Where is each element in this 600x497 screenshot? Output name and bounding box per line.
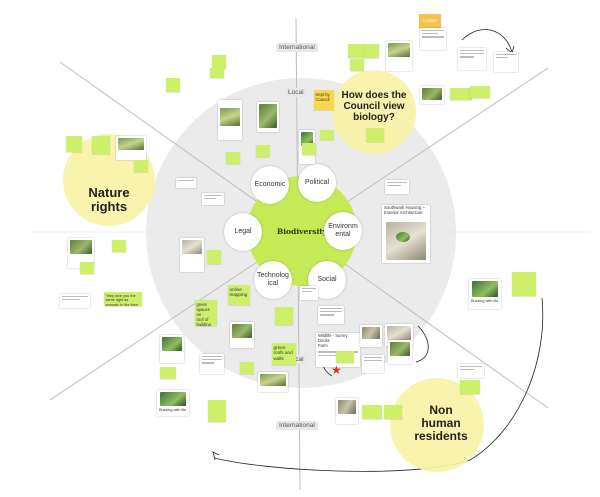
sticky-note[interactable] — [210, 68, 224, 78]
sticky-note[interactable] — [80, 262, 94, 274]
sticky-note[interactable] — [208, 400, 226, 422]
text-card[interactable] — [202, 193, 224, 205]
photo-card[interactable] — [257, 102, 279, 132]
sticky-note[interactable] — [226, 152, 240, 164]
sticky-note[interactable] — [92, 136, 110, 154]
text-card[interactable] — [494, 52, 518, 72]
star-icon: ★ — [331, 363, 342, 377]
ring-label-local-top: Local — [285, 88, 307, 97]
sticky-note[interactable] — [336, 351, 354, 363]
they-love-sticky[interactable]: "they love you the same right as animals… — [104, 292, 142, 306]
sticky-note[interactable] — [256, 145, 270, 157]
sticky-note[interactable] — [166, 78, 180, 92]
sticky-note[interactable] — [450, 88, 472, 100]
sticky-note[interactable] — [512, 272, 536, 296]
text-card[interactable] — [176, 178, 196, 188]
photo-card[interactable] — [360, 325, 382, 347]
photo-card[interactable] — [258, 372, 288, 392]
photo-card[interactable] — [160, 335, 184, 363]
text-card[interactable] — [318, 306, 344, 324]
ring-label-international-bottom: International — [276, 421, 318, 430]
sticky-note[interactable] — [366, 128, 384, 142]
petal-technological[interactable]: Technolog ical — [254, 261, 292, 299]
sticky-note[interactable] — [240, 362, 254, 374]
petal-political[interactable]: Political — [298, 164, 336, 202]
sticky-note[interactable] — [160, 367, 176, 379]
sticky-note[interactable] — [384, 405, 402, 419]
petal-environmental[interactable]: Environm ental — [324, 212, 362, 250]
text-card[interactable] — [300, 286, 318, 300]
sticky-note[interactable] — [362, 405, 382, 419]
petal-economic[interactable]: Economic — [251, 166, 289, 204]
photo-card[interactable] — [218, 100, 242, 140]
sticky-note[interactable] — [460, 380, 480, 394]
council-question-label: How does the Council view biology? — [341, 90, 407, 123]
nonhuman-residents-label: Non human residents — [414, 403, 468, 444]
sticky-note[interactable] — [212, 55, 226, 69]
text-card[interactable] — [458, 364, 484, 378]
sticky-note[interactable] — [302, 143, 316, 155]
kept-by-council-sticky[interactable]: Kept by Council — [314, 90, 334, 110]
text-card[interactable] — [200, 354, 224, 374]
sticky-note[interactable] — [348, 44, 366, 58]
photo-card[interactable] — [388, 340, 412, 364]
petal-legal[interactable]: Legal — [224, 213, 262, 251]
photo-card[interactable] — [180, 238, 204, 272]
buzzing-card-left[interactable]: Buzzing with life — [157, 390, 189, 416]
text-card[interactable] — [362, 355, 384, 373]
photo-card[interactable] — [336, 398, 358, 424]
photo-card[interactable] — [420, 86, 444, 104]
photo-card[interactable] — [386, 41, 412, 71]
text-card[interactable] — [385, 180, 409, 194]
green-spaces-sticky[interactable]: green spaces on roof of building — [195, 300, 217, 326]
sticky-note[interactable] — [350, 59, 364, 71]
text-card[interactable] — [60, 294, 90, 308]
sticky-note[interactable] — [112, 240, 126, 252]
sticky-note[interactable] — [365, 44, 379, 58]
sticky-note[interactable] — [66, 136, 82, 152]
sticky-note[interactable] — [207, 250, 221, 264]
text-card[interactable] — [420, 28, 446, 50]
text-card[interactable] — [458, 48, 486, 70]
sticky-note[interactable] — [275, 307, 293, 325]
nature-rights-label: Nature rights — [88, 185, 130, 215]
photo-card[interactable] — [116, 136, 146, 160]
sticky-note[interactable] — [134, 160, 148, 172]
online-mapping-sticky[interactable]: online mapping — [228, 285, 250, 305]
hub-label: Biodiversity — [276, 226, 328, 236]
green-roofs-sticky[interactable]: green roofs and walls — [272, 343, 296, 365]
cover-sticky[interactable]: COVER — [419, 14, 441, 28]
sticky-note[interactable] — [320, 130, 334, 140]
sticky-note[interactable] — [470, 86, 490, 98]
ring-label-international-top: International — [276, 43, 318, 52]
photo-card[interactable] — [230, 322, 254, 348]
southwark-housing-card[interactable]: Southwark Housing – Exterior Architectur… — [382, 205, 430, 263]
buzzing-card-right[interactable]: Buzzing with life — [469, 279, 501, 309]
